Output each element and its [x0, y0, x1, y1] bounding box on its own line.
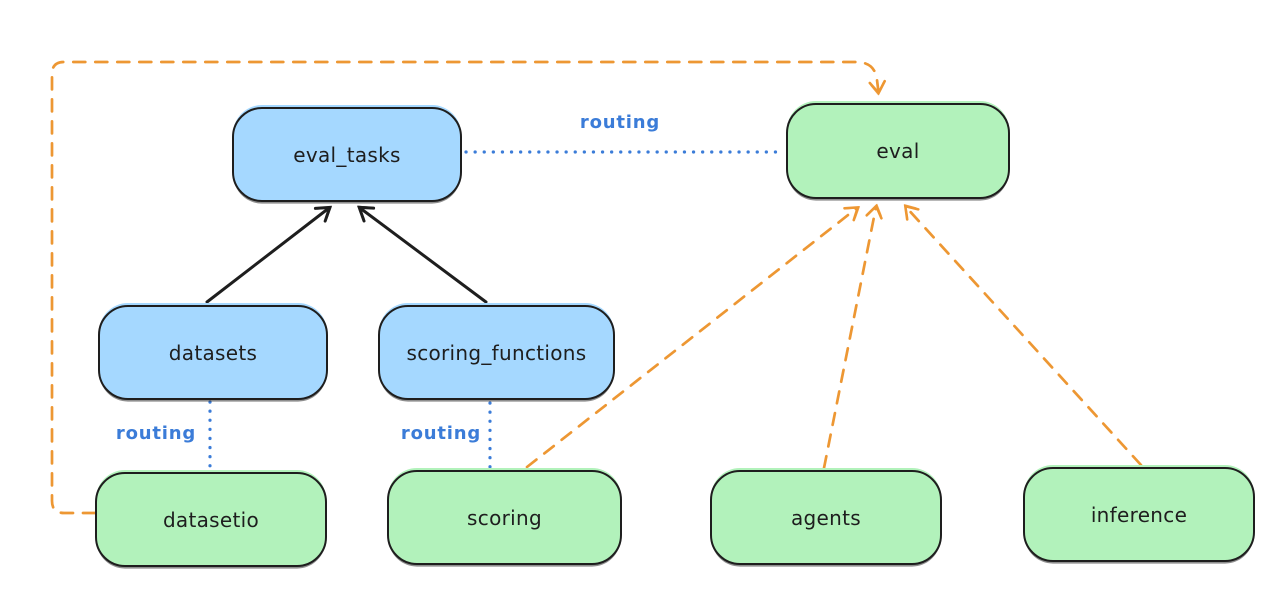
node-datasets: datasets [98, 305, 328, 400]
node-eval-tasks: eval_tasks [232, 107, 462, 202]
edge-scoring-to-eval [525, 205, 861, 469]
edge-inference-to-eval [903, 204, 1143, 467]
node-datasets-label: datasets [168, 340, 258, 365]
node-scoring-functions-label: scoring_functions [406, 340, 587, 365]
edge-label-routing-scoring-functions-scoring: routing [400, 423, 482, 444]
node-agents: agents [710, 470, 942, 565]
edge-datasets-to-eval-tasks [205, 205, 332, 304]
node-scoring-functions: scoring_functions [378, 305, 615, 400]
node-agents-label: agents [791, 505, 861, 530]
edge-agents-to-eval [822, 203, 883, 470]
node-scoring-label: scoring [467, 505, 542, 530]
edge-datasetio-to-eval [50, 60, 887, 515]
node-datasetio: datasetio [95, 472, 327, 567]
node-eval-tasks-label: eval_tasks [293, 142, 401, 167]
edge-label-routing-datasets-datasetio: routing [115, 423, 197, 444]
node-inference-label: inference [1090, 502, 1188, 527]
node-eval-label: eval [876, 139, 920, 163]
node-inference: inference [1023, 467, 1255, 562]
node-eval: eval [786, 103, 1010, 199]
edge-label-routing-eval-tasks-eval: routing [579, 112, 661, 133]
node-datasetio-label: datasetio [162, 507, 260, 532]
node-scoring: scoring [387, 470, 622, 565]
edge-scoring-functions-to-eval-tasks [357, 205, 488, 304]
